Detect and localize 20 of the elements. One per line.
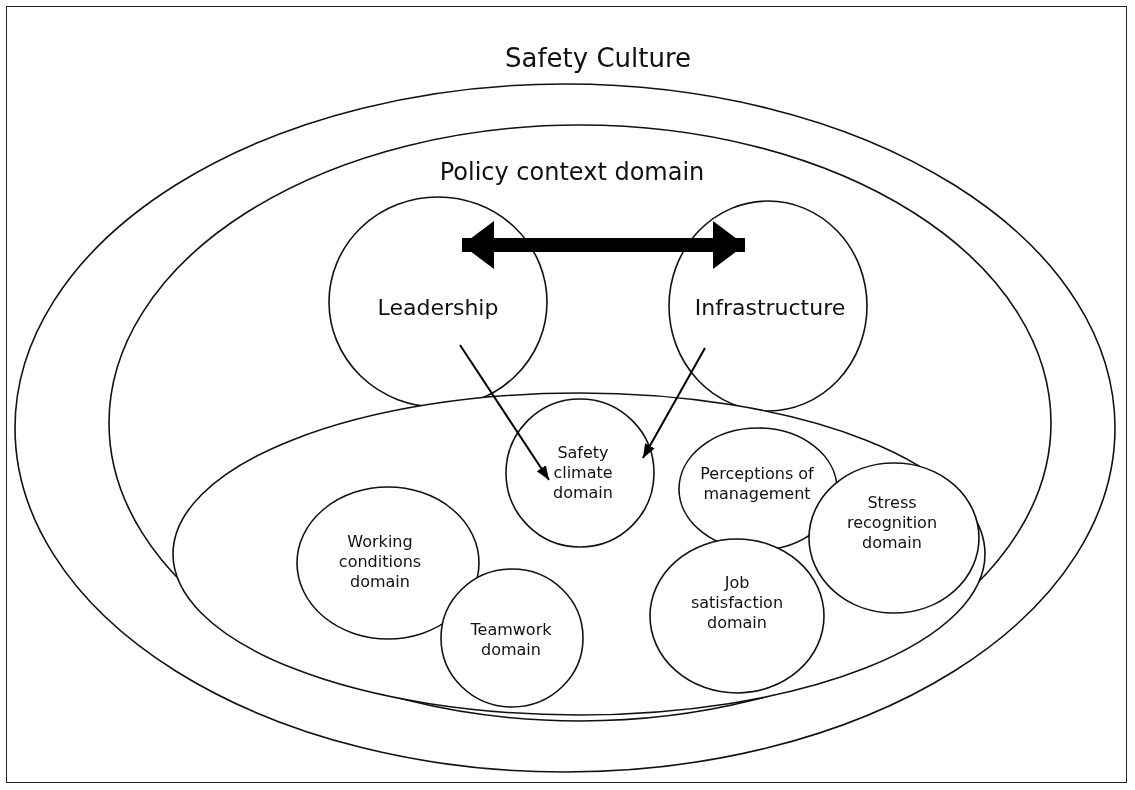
domain-label: Leadership xyxy=(376,294,500,322)
domain-label: Stress recognition domain xyxy=(845,493,938,553)
domain-label: Working conditions domain xyxy=(337,532,423,592)
domain-circle xyxy=(328,196,548,408)
domain-circle xyxy=(505,398,655,548)
policy-ellipse xyxy=(108,124,1052,722)
domain-heading: Safety Culture xyxy=(503,41,693,74)
domain-circle xyxy=(649,538,825,694)
domain-circle xyxy=(668,200,868,412)
domain-label: Teamwork domain xyxy=(469,620,553,660)
arrow xyxy=(459,344,550,481)
domain-label: Infrastructure xyxy=(693,294,847,322)
domain-circle xyxy=(440,568,584,708)
domain-label: Job satisfaction domain xyxy=(689,573,785,633)
ellipse-shape xyxy=(172,392,986,716)
domain-label: Safety climate domain xyxy=(552,443,614,503)
double-arrow xyxy=(462,221,745,269)
arrow xyxy=(642,347,706,459)
domain-label: Perceptions of management xyxy=(699,464,815,504)
domain-heading: Policy context domain xyxy=(438,157,706,187)
